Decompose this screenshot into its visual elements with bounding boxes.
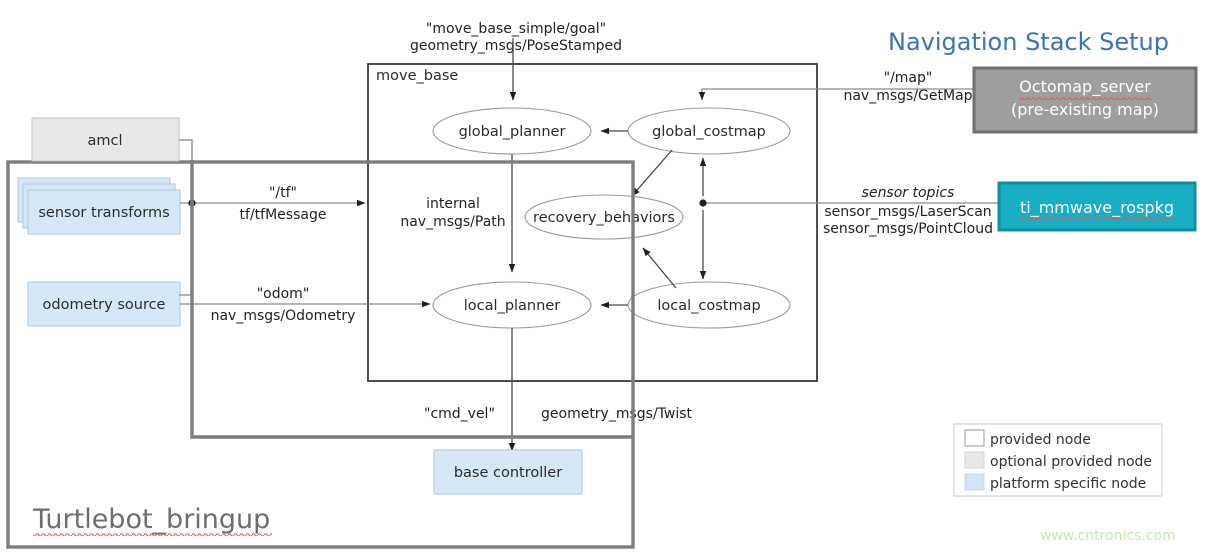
tf-edge-line1: "/tf"	[269, 185, 297, 201]
amcl-routing-line	[179, 139, 193, 203]
node-global-costmap-label: global_costmap	[652, 124, 766, 140]
octomap-spellcheck-underline	[1019, 96, 1152, 100]
legend-swatch-provided-node	[964, 429, 985, 447]
legend-box	[953, 423, 1163, 497]
node-local-costmap-label: local_costmap	[657, 298, 760, 314]
internal-edge-line2: nav_msgs/Path	[400, 214, 505, 230]
node-recovery-behaviors-label: recovery_behaviors	[533, 210, 675, 226]
page-title: Navigation Stack Setup	[888, 28, 1169, 56]
node-sensor-transforms	[27, 189, 181, 235]
turtlebot-bringup-container	[6, 160, 635, 549]
turtlebot-bringup-label: Turtlebot_bringup	[32, 504, 270, 535]
goal-edge-line2: geometry_msgs/PoseStamped	[410, 38, 622, 54]
legend-label-provided-node: provided node	[990, 432, 1091, 448]
map-edge-arrow	[698, 88, 974, 101]
legend-label-platform-specific-node: platform specific node	[990, 476, 1146, 492]
watermark: www.cntronics.com	[1040, 528, 1176, 544]
move-base-label: move_base	[376, 68, 458, 84]
odom-edge-line1: "odom"	[257, 286, 310, 302]
edge-localcostmap-to-recovery	[642, 247, 677, 289]
node-base-controller-label: base controller	[454, 465, 562, 481]
node-octomap-server-line1: Octomap_server	[1019, 77, 1151, 97]
move-base-container	[367, 63, 818, 382]
odom-edge-line2: nav_msgs/Odometry	[211, 308, 356, 324]
map-edge-line1: "/map"	[884, 70, 933, 86]
node-ti-mmwave-rospkg	[997, 181, 1197, 232]
turtlebot-bringup-spellcheck-underline	[33, 533, 272, 537]
node-base-controller	[433, 449, 583, 495]
node-sensor-transforms-label: sensor transforms	[38, 205, 169, 221]
node-octomap-server-line2: (pre-existing map)	[1011, 100, 1159, 119]
cmdvel-edge-line2: geometry_msgs/Twist	[541, 406, 693, 422]
sensor-edge-line1: sensor topics	[862, 185, 955, 201]
sensor-edge-line3: sensor_msgs/PointCloud	[823, 221, 993, 237]
mmwave-spellcheck-underline	[1019, 216, 1175, 220]
bringup-bus-line	[190, 160, 633, 439]
edge-globalcostmap-to-recovery	[631, 149, 673, 197]
cmdvel-edge-line1: "cmd_vel"	[424, 406, 495, 422]
tf-edge-line2: tf/tfMessage	[240, 207, 327, 223]
internal-edge-line1: internal	[426, 196, 480, 212]
node-recovery-behaviors	[524, 194, 684, 240]
goal-edge-line1: "move_base_simple/goal"	[426, 21, 606, 37]
node-amcl	[31, 117, 180, 162]
node-local-planner-label: local_planner	[464, 298, 560, 314]
map-edge-line2: nav_msgs/GetMap	[843, 88, 972, 104]
legend-swatch-optional-provided-node	[964, 451, 985, 469]
node-ti-mmwave-rospkg-label: ti_mmwave_rospkg	[1020, 198, 1174, 218]
sensor-edge-junction-dot	[699, 199, 707, 207]
node-global-planner-label: global_planner	[459, 124, 566, 140]
node-odometry-source-label: odometry source	[43, 297, 166, 313]
sensor-edge-line2: sensor_msgs/LaserScan	[824, 204, 991, 220]
node-amcl-label: amcl	[87, 133, 122, 149]
legend-label-optional-provided-node: optional provided node	[990, 454, 1152, 470]
legend-swatch-platform-specific-node	[964, 473, 985, 491]
